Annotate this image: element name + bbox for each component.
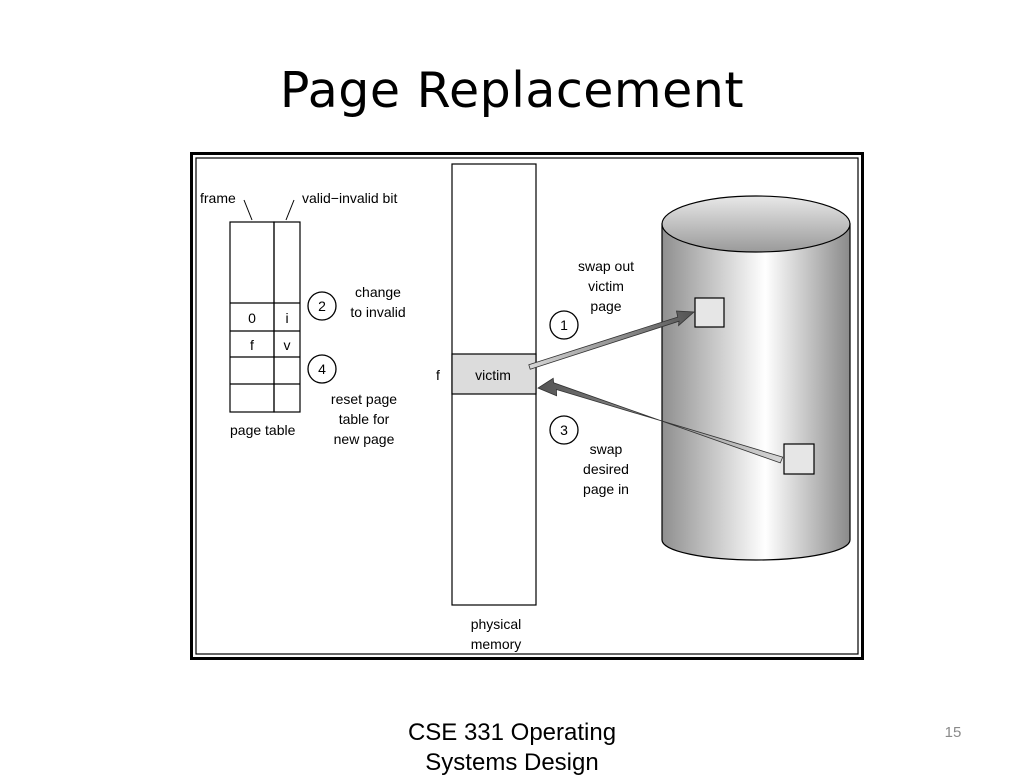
step-1-line1: swap out (578, 258, 634, 274)
footer-line-2: Systems Design (425, 749, 599, 776)
page-table-row-1-bit: v (284, 337, 291, 353)
frame-pointer-line (243, 199, 253, 221)
step-1-line2: victim (588, 278, 624, 294)
step-4-line2: table for (339, 411, 390, 427)
step-1-circle (549, 310, 579, 340)
slide-title: Page Replacement (279, 62, 745, 119)
page-table-row-1-frame: f (250, 337, 254, 353)
page-table-row-0-bit: i (285, 310, 288, 326)
valid-invalid-bit-label: valid−invalid bit (302, 190, 397, 206)
step-2-number: 2 (318, 298, 326, 314)
step-3-circle (549, 415, 579, 445)
desired-page-box (783, 443, 815, 475)
step-4-line1: reset page (331, 391, 397, 407)
figure-inner-border (195, 157, 859, 655)
backing-store-cylinder (661, 195, 851, 561)
step-1-number: 1 (560, 317, 568, 333)
step-2-line2: to invalid (350, 304, 405, 320)
page-replacement-diagram: 0 i f v frame valid−invalid bit page tab… (190, 152, 864, 660)
step-3-line1: swap (590, 441, 623, 457)
slide-number: 15 (944, 724, 962, 741)
physical-label: physical (471, 616, 522, 632)
frame-f-label: f (436, 367, 440, 383)
memory-label: memory (471, 636, 522, 652)
step-3-line3: page in (583, 481, 629, 497)
victim-frame (451, 353, 537, 395)
step-2-circle (307, 291, 337, 321)
page-table-row-0-frame: 0 (248, 310, 256, 326)
victim-label: victim (475, 367, 511, 383)
step-4-circle (307, 354, 337, 384)
page-table (229, 221, 301, 413)
step-3-number: 3 (560, 422, 568, 438)
step-2-line1: change (355, 284, 401, 300)
step-4-line3: new page (334, 431, 395, 447)
frame-label: frame (200, 190, 236, 206)
step-4-number: 4 (318, 361, 326, 377)
slide-footer: CSE 331 Operating Systems Design (392, 718, 632, 778)
swap-out-arrow (528, 310, 695, 370)
step-3-line2: desired (583, 461, 629, 477)
swapped-out-page-box (694, 297, 725, 328)
swap-in-arrow (537, 377, 784, 464)
footer-line-1: CSE 331 Operating (407, 719, 617, 746)
page-table-label: page table (230, 422, 296, 438)
valid-invalid-pointer-line (285, 199, 295, 221)
step-1-line3: page (590, 298, 621, 314)
